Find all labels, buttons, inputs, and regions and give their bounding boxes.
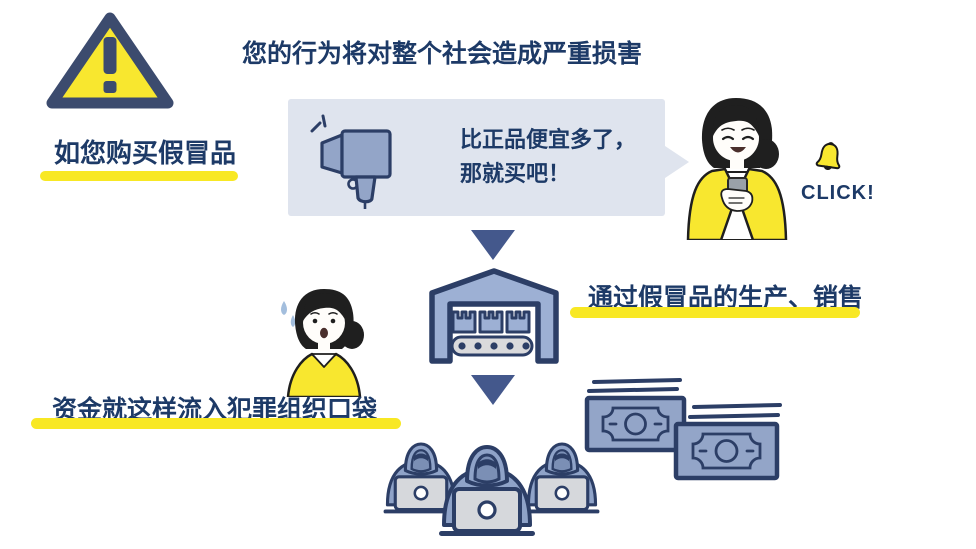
bubble-line-2: 那就买吧！ [460,161,571,186]
bubble-text: 比正品便宜多了， 那就买吧！ [460,123,636,191]
arrow-down-icon [471,375,515,405]
worried-woman-illustration [268,283,372,397]
arrow-down-icon [471,230,515,260]
banknotes-icon [582,372,782,482]
highlight-underline-funds [31,418,401,429]
click-label: CLICK! [801,182,875,204]
highlight-underline-production [570,307,860,318]
hooded-hackers-illustration [372,430,644,549]
hairdryer-icon [302,109,397,209]
bell-icon [813,140,845,176]
highlight-underline-buy [40,171,238,181]
speech-bubble: 比正品便宜多了， 那就买吧！ [288,99,689,216]
speech-bubble-tail [665,146,689,178]
page-title: 您的行为将对整个社会造成严重损害 [242,40,643,68]
warning-triangle-icon [44,6,176,110]
label-buy-counterfeit: 如您购买假冒品 [54,138,237,168]
factory-conveyor-icon [426,266,562,364]
woman-with-phone-illustration [676,94,806,240]
bubble-line-1: 比正品便宜多了， [460,127,637,152]
